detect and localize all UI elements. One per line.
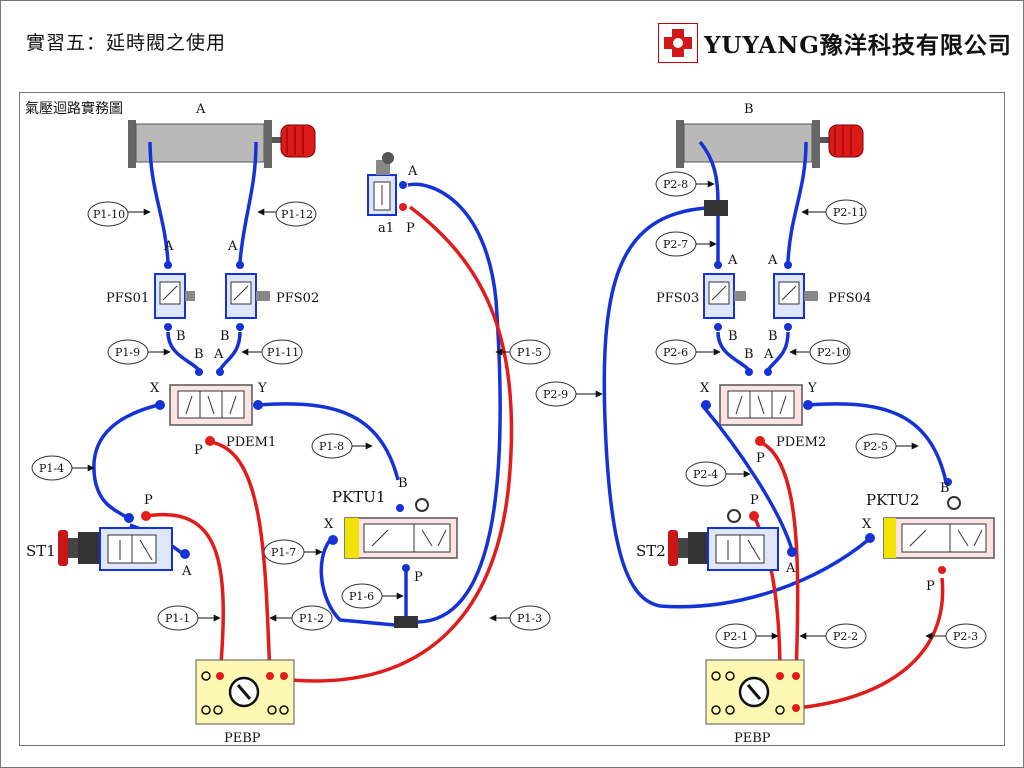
pdem1-port-x: X [150, 381, 160, 396]
pdem2-valve [701, 368, 813, 446]
pebp-left-label: PEBP [224, 731, 261, 746]
pktu2-port-b: B [940, 481, 950, 496]
pfs02-valve [225, 261, 270, 331]
right-tube-tags: P2-8 P2-7 P2-11 P2-6 P2-10 P2-9 P2-4 P2-… [535, 171, 987, 649]
pfs04-label: PFS04 [828, 291, 871, 306]
pfs02-port-b: B [220, 329, 230, 344]
tag-p2-5: P2-5 [863, 440, 888, 453]
tag-p2-3: P2-3 [953, 630, 978, 643]
st2-push-valve [668, 509, 797, 571]
tag-p2-7: P2-7 [663, 238, 688, 251]
brand: YUYANG豫洋科技有限公司 [658, 22, 1012, 64]
pdem2-label: PDEM2 [776, 435, 826, 450]
st1-port-a: A [181, 564, 192, 579]
pfs01-port-a: A [163, 239, 174, 254]
limit-valve-label: a1 [378, 221, 394, 236]
diagram-frame [19, 92, 1005, 746]
tag-p1-3: P1-3 [517, 612, 542, 625]
brand-name: YUYANG豫洋科技有限公司 [704, 32, 1012, 59]
tag-p2-11: P2-11 [833, 206, 865, 219]
tag-p1-9: P1-9 [115, 346, 140, 359]
tag-p1-1: P1-1 [165, 612, 190, 625]
pebp-right-panel [705, 659, 805, 725]
pebp-right-label: PEBP [734, 731, 771, 746]
tag-p1-5: P1-5 [517, 346, 542, 359]
tag-p2-1: P2-1 [723, 630, 748, 643]
left-tee-fitting [394, 616, 418, 628]
pfs03-port-b: B [728, 329, 738, 344]
limit-valve-port-a: A [407, 164, 418, 179]
cylinder-a-label: A [195, 102, 206, 117]
pktu1-label: PKTU1 [332, 488, 386, 506]
pfs01-label: PFS01 [106, 291, 149, 306]
pdem1-port-y: Y [257, 381, 267, 396]
pktu2-timer-valve [865, 478, 995, 574]
brand-logo-icon [658, 23, 698, 63]
st1-port-p: P [144, 493, 153, 508]
right-tee-fitting [704, 200, 728, 216]
pktu2-label: PKTU2 [866, 491, 920, 509]
st1-push-valve [58, 511, 190, 571]
tag-p1-2: P1-2 [299, 612, 324, 625]
tag-p2-2: P2-2 [833, 630, 858, 643]
tag-p1-8: P1-8 [319, 440, 344, 453]
pdem2-port-a: A [763, 347, 774, 362]
cylinder-b [676, 120, 864, 168]
pktu2-port-p: P [926, 579, 935, 594]
tag-p1-7: P1-7 [271, 546, 296, 559]
pdem1-port-a: A [213, 347, 224, 362]
left-pressure-lines [145, 205, 514, 683]
tag-p1-10: P1-10 [93, 208, 125, 221]
pktu1-port-p: P [414, 570, 423, 585]
limit-valve-a1 [367, 152, 407, 216]
pfs03-valve [703, 261, 746, 331]
tag-p1-12: P1-12 [281, 208, 313, 221]
frame-label: 氣壓迴路實務圖 [25, 101, 123, 117]
left-tube-tags: P1-10 P1-12 P1-9 P1-11 P1-4 P1-8 P1-7 P1… [31, 201, 551, 631]
cylinder-a [128, 120, 316, 168]
pfs03-port-a: A [727, 253, 738, 268]
tag-p2-9: P2-9 [543, 388, 568, 401]
pdem1-valve [155, 368, 263, 446]
page-title: 實習五：延時閥之使用 [26, 32, 227, 54]
pfs04-valve [773, 261, 818, 331]
pfs02-label: PFS02 [276, 291, 319, 306]
tag-p1-4: P1-4 [39, 462, 64, 475]
st2-label: ST2 [636, 542, 666, 560]
tag-p2-6: P2-6 [663, 346, 688, 359]
pdem2-port-p: P [756, 451, 765, 466]
pfs02-port-a: A [227, 239, 238, 254]
pdem2-port-x: X [700, 381, 710, 396]
tag-p2-4: P2-4 [693, 468, 718, 481]
pdem2-port-b: B [744, 347, 754, 362]
st2-port-p: P [750, 493, 759, 508]
tag-p1-11: P1-11 [267, 346, 299, 359]
pktu2-port-x: X [862, 517, 872, 532]
pdem1-label: PDEM1 [226, 435, 276, 450]
pdem1-port-p: P [194, 443, 203, 458]
cylinder-b-label: B [744, 102, 754, 117]
pfs01-port-b: B [176, 329, 186, 344]
pfs01-valve [154, 261, 195, 331]
tag-p2-8: P2-8 [663, 178, 688, 191]
tag-p1-6: P1-6 [349, 590, 374, 603]
pfs04-port-b: B [768, 329, 778, 344]
pfs03-label: PFS03 [656, 291, 699, 306]
pebp-left-panel [195, 659, 295, 725]
tag-p2-10: P2-10 [817, 346, 849, 359]
pfs04-port-a: A [767, 253, 778, 268]
left-signal-lines [92, 141, 502, 627]
pktu1-port-x: X [324, 517, 334, 532]
st2-port-a: A [785, 561, 796, 576]
st1-label: ST1 [26, 542, 56, 560]
pdem2-port-y: Y [807, 381, 817, 396]
pdem1-port-b: B [194, 347, 204, 362]
limit-valve-port-p: P [406, 221, 415, 236]
pktu1-timer-valve [328, 498, 458, 572]
pktu1-port-b: B [398, 476, 408, 491]
